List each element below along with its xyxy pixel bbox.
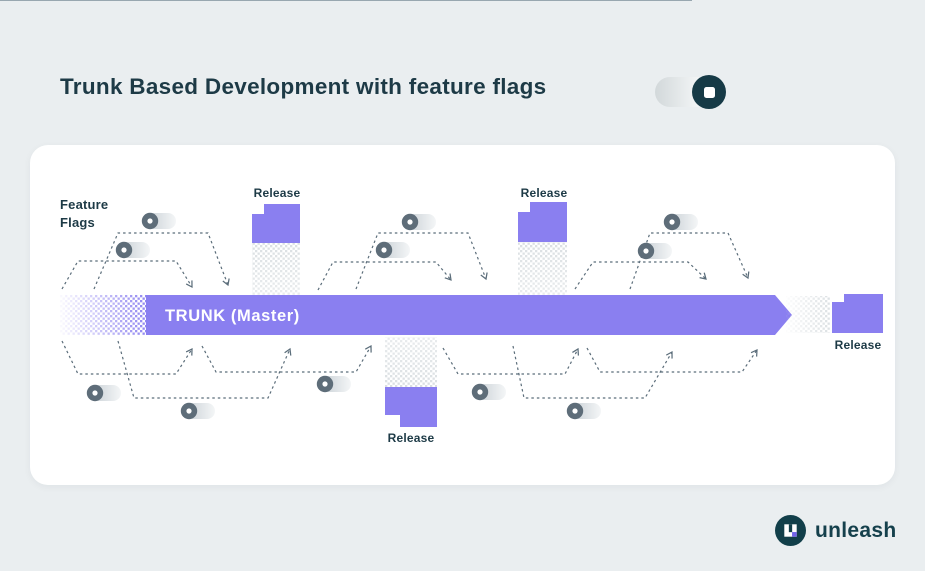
mini-toggle-icon bbox=[141, 212, 176, 230]
feature-flags-label: Feature Flags bbox=[60, 197, 108, 230]
release-stipple bbox=[518, 242, 567, 295]
mini-toggle-icon bbox=[663, 213, 698, 231]
branch-path bbox=[355, 232, 488, 290]
trunk-fade bbox=[60, 295, 148, 335]
branch-path bbox=[586, 347, 758, 373]
release-label: Release bbox=[835, 338, 882, 352]
page-title: Trunk Based Development with feature fla… bbox=[60, 74, 547, 99]
branch-path bbox=[629, 232, 750, 290]
release-stipple bbox=[385, 337, 437, 387]
mini-toggle-icon bbox=[375, 241, 410, 259]
release-block-3: Release bbox=[385, 337, 437, 445]
release-shape bbox=[252, 204, 300, 243]
release-block-2: Release bbox=[518, 186, 568, 295]
release-block-4: Release bbox=[786, 294, 883, 352]
release-stipple bbox=[786, 296, 830, 333]
branch-path bbox=[201, 344, 372, 373]
header: Trunk Based Development with feature fla… bbox=[60, 74, 546, 100]
mini-toggle-icon bbox=[86, 384, 121, 402]
release-stipple bbox=[252, 243, 300, 295]
branch-path bbox=[93, 232, 230, 290]
bottom-branches bbox=[61, 340, 758, 399]
mini-toggle-icon bbox=[115, 241, 150, 259]
feature-flag-toggle[interactable] bbox=[655, 75, 726, 109]
branch-path bbox=[442, 347, 580, 375]
trunk-label: TRUNK (Master) bbox=[165, 307, 300, 325]
top-divider bbox=[0, 0, 692, 1]
trunk-arrow bbox=[146, 295, 792, 335]
release-label: Release bbox=[521, 186, 568, 200]
branch-path bbox=[117, 340, 292, 399]
branch-path bbox=[512, 345, 673, 399]
trunk: TRUNK (Master) bbox=[60, 295, 792, 335]
toggle-stop-square-icon bbox=[703, 86, 715, 98]
top-branches bbox=[61, 232, 750, 291]
svg-text:Flags: Flags bbox=[60, 215, 95, 230]
brand-name: unleash bbox=[815, 518, 897, 542]
branch-path bbox=[61, 340, 193, 375]
toggle-knob-icon[interactable] bbox=[692, 75, 726, 109]
release-shape bbox=[832, 294, 883, 333]
release-label: Release bbox=[254, 186, 301, 200]
unleash-logo-icon bbox=[775, 515, 806, 546]
diagram-card: Feature Flags bbox=[30, 145, 895, 485]
mini-toggle-icon bbox=[471, 383, 506, 401]
mini-toggle-icon bbox=[566, 402, 601, 420]
mini-toggle-icon bbox=[180, 402, 215, 420]
mini-toggle-icon bbox=[316, 375, 351, 393]
tbd-diagram: Feature Flags bbox=[60, 186, 883, 445]
branch-path bbox=[61, 260, 193, 290]
release-shape bbox=[518, 202, 567, 242]
release-shape bbox=[385, 387, 437, 427]
release-block-1: Release bbox=[252, 186, 301, 295]
mini-toggle-icon bbox=[401, 213, 436, 231]
branch-path bbox=[574, 261, 707, 290]
brand: unleash bbox=[775, 515, 896, 546]
svg-text:Feature: Feature bbox=[60, 197, 108, 212]
branch-path bbox=[317, 261, 452, 291]
release-label: Release bbox=[388, 431, 435, 445]
mini-toggle-icon bbox=[637, 242, 672, 260]
